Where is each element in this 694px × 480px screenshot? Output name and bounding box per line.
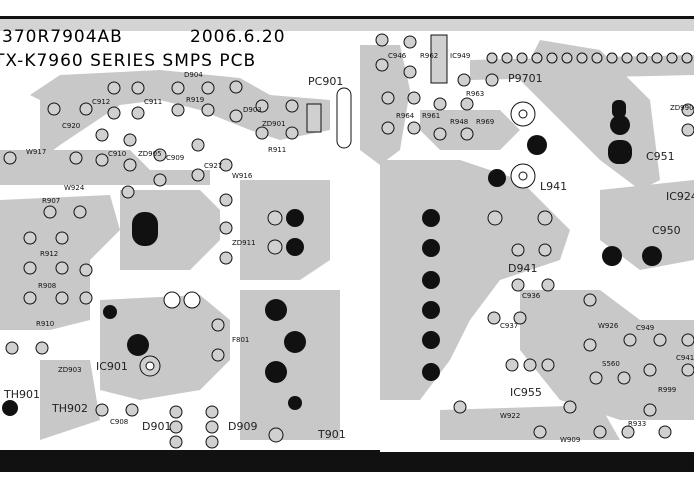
label-f801: F801 bbox=[232, 336, 249, 344]
label-ic924: IC924 bbox=[666, 190, 694, 203]
label-d901: D901 bbox=[142, 420, 171, 433]
label-d903: D903 bbox=[243, 106, 262, 114]
label-w916: W916 bbox=[232, 172, 253, 180]
label-c910: C910 bbox=[108, 150, 126, 158]
date-text: 2006.6.20 bbox=[190, 27, 286, 47]
label-c936: C936 bbox=[522, 292, 541, 300]
label-w909: W909 bbox=[560, 436, 580, 444]
label-l941: L941 bbox=[540, 180, 567, 193]
label-r963: R963 bbox=[466, 90, 484, 98]
label-d909: D909 bbox=[228, 420, 257, 433]
label-p9701: P9701 bbox=[508, 72, 543, 85]
top-border-line bbox=[0, 16, 694, 19]
label-r908: R908 bbox=[38, 282, 56, 290]
label-w922: W922 bbox=[500, 412, 520, 420]
label-t901: T901 bbox=[317, 428, 346, 441]
label-zd903: ZD903 bbox=[58, 366, 82, 374]
label-zd990: ZD990 bbox=[670, 104, 694, 112]
label-r969: R969 bbox=[476, 118, 494, 126]
label-ic955: IC955 bbox=[510, 386, 542, 399]
label-c920: C920 bbox=[62, 122, 80, 130]
component-labels: D904 R919 D903 ZD901 R911 PC901 C912 C91… bbox=[3, 52, 694, 444]
label-w917: W917 bbox=[26, 148, 46, 156]
label-c912: C912 bbox=[92, 98, 110, 106]
label-c927: C927 bbox=[204, 162, 222, 170]
label-c941: C941 bbox=[676, 354, 694, 362]
label-pc901: PC901 bbox=[308, 75, 343, 88]
label-c909: C909 bbox=[166, 154, 184, 162]
label-c950: C950 bbox=[652, 224, 681, 237]
label-r999: R999 bbox=[658, 386, 676, 394]
label-r910: R910 bbox=[36, 320, 54, 328]
component-pads bbox=[3, 33, 694, 449]
label-r961: R961 bbox=[422, 112, 440, 120]
label-r912: R912 bbox=[40, 250, 58, 258]
board-title-text: TX-K7960 SERIES SMPS PCB bbox=[0, 51, 256, 71]
label-s560: S560 bbox=[602, 360, 620, 368]
label-zd901: ZD901 bbox=[262, 120, 286, 128]
label-c951: C951 bbox=[646, 150, 675, 163]
part-number-text: 370R7904AB bbox=[2, 27, 123, 47]
label-r933: R933 bbox=[628, 420, 646, 428]
top-copper-strip bbox=[0, 19, 694, 31]
label-d941: D941 bbox=[508, 262, 537, 275]
label-c908: C908 bbox=[110, 418, 128, 426]
label-th902: TH902 bbox=[51, 402, 88, 415]
label-r907: R907 bbox=[42, 197, 60, 205]
label-d904: D904 bbox=[184, 71, 203, 79]
bottom-white-gap bbox=[380, 440, 694, 452]
label-r911: R911 bbox=[268, 146, 286, 154]
connector-p9701-pins bbox=[486, 52, 693, 64]
label-c949: C949 bbox=[636, 324, 654, 332]
label-zd911: ZD911 bbox=[232, 239, 256, 247]
label-ic901: IC901 bbox=[96, 360, 128, 373]
label-w924: W924 bbox=[64, 184, 85, 192]
label-c911: C911 bbox=[144, 98, 162, 106]
label-c946: C946 bbox=[388, 52, 407, 60]
label-r964: R964 bbox=[396, 112, 415, 120]
label-ic949: IC949 bbox=[450, 52, 470, 60]
label-r948: R948 bbox=[450, 118, 468, 126]
label-c937: C937 bbox=[500, 322, 518, 330]
bottom-border-band bbox=[0, 450, 694, 472]
label-r919: R919 bbox=[186, 96, 204, 104]
label-zd905: ZD905 bbox=[138, 150, 162, 158]
label-w926: W926 bbox=[598, 322, 619, 330]
label-th901: TH901 bbox=[3, 388, 40, 401]
label-r962: R962 bbox=[420, 52, 438, 60]
large-solder-pads bbox=[2, 100, 662, 416]
